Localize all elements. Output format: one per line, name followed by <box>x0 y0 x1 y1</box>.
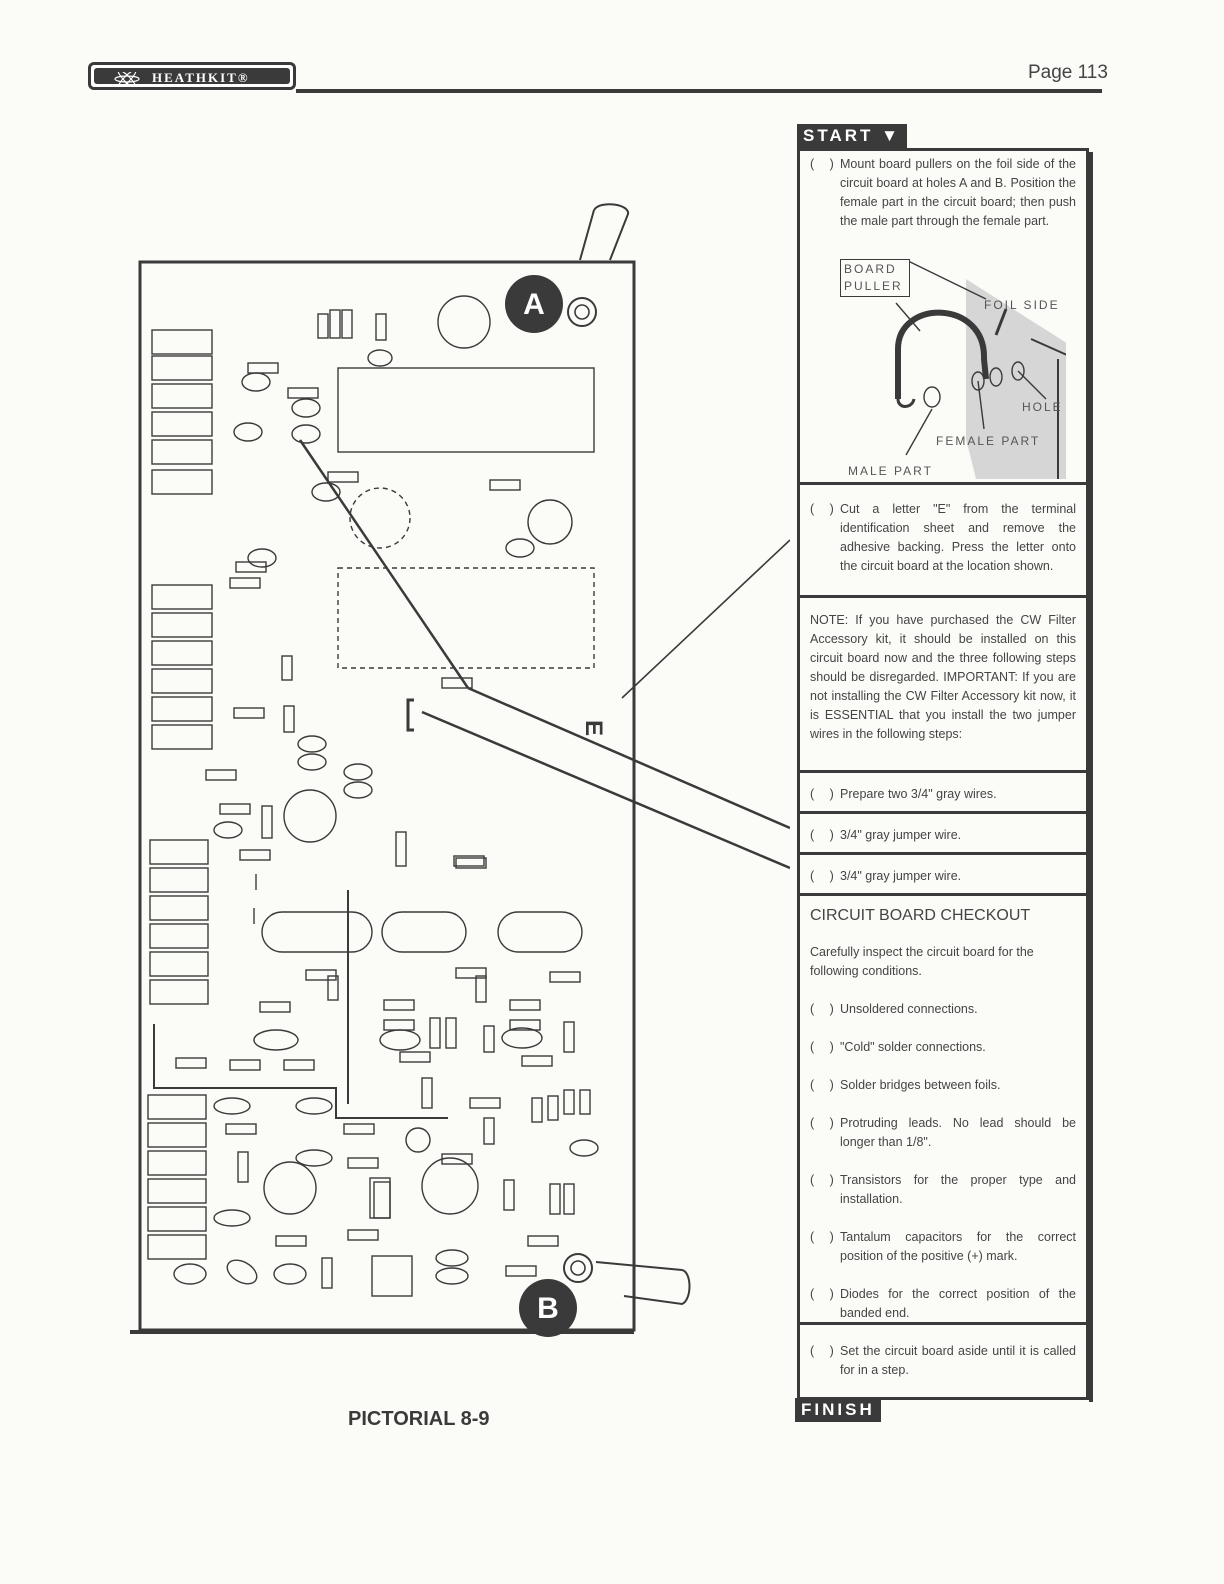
step-checkbox[interactable]: ( ) <box>810 157 840 171</box>
checkout-item: ( ) Unsoldered connections. <box>810 1002 978 1016</box>
male-part-label: MALE PART <box>848 464 933 478</box>
step-letter-e: ( ) Cut a letter "E" from the terminal i… <box>800 488 1086 598</box>
edge-connector-group <box>147 329 213 1260</box>
arrow-down-icon: ▼ <box>881 126 901 145</box>
board-puller-bottom <box>563 1253 691 1306</box>
board-puller-top <box>567 203 629 327</box>
hole-a-label: A <box>523 288 545 321</box>
pictorial-caption: PICTORIAL 8-9 <box>348 1408 490 1430</box>
letter-e-mark: E <box>580 720 607 736</box>
step-prepare-wires: ( ) Prepare two 3/4" gray wires. <box>800 776 1086 814</box>
circuit-board-checkout: CIRCUIT BOARD CHECKOUT Carefully inspect… <box>800 899 1086 1325</box>
step2-text: Cut a letter "E" from the terminal ident… <box>840 502 1076 573</box>
checkout-intro: Carefully inspect the circuit board for … <box>810 945 1034 978</box>
circuit-board-outline <box>138 260 636 1332</box>
start-label: START <box>803 126 874 145</box>
checkout-item: ( ) "Cold" solder connections. <box>810 1040 986 1054</box>
checkout-item: ( ) Solder bridges between foils. <box>810 1078 1001 1092</box>
step4-text: 3/4" gray jumper wire. <box>840 828 962 842</box>
hole-a-marker <box>505 275 563 333</box>
checkout-item: ( ) Protruding leads. No lead should be … <box>810 1116 1076 1149</box>
step-jumper-wire-2: ( ) 3/4" gray jumper wire. <box>800 858 1086 896</box>
page-number: Page 113 <box>1028 62 1108 83</box>
panel-shadow <box>1089 152 1093 1402</box>
board-puller-label: BOARD PULLER <box>840 259 910 297</box>
step-checkbox[interactable]: ( ) <box>810 787 840 801</box>
board-puller-detail: FOIL SIDE HOLE FEMALE PART MALE PART <box>848 259 1066 479</box>
jumper-wire <box>421 710 790 870</box>
checkout-heading: CIRCUIT BOARD CHECKOUT <box>810 907 1031 924</box>
step5-text: 3/4" gray jumper wire. <box>840 869 962 883</box>
female-part-label: FEMALE PART <box>936 434 1040 448</box>
header-rule <box>296 89 1102 93</box>
brand-name: HEATHKIT® <box>152 70 250 85</box>
jumper-wire <box>467 686 790 830</box>
logo-plate: HEATHKIT® <box>94 68 290 86</box>
checkout-item: ( ) Diodes for the correct position of t… <box>810 1287 1076 1320</box>
ic-outline <box>337 567 595 669</box>
hole-b-label: B <box>537 1292 559 1325</box>
note-text: NOTE: If you have purchased the CW Filte… <box>810 613 1076 741</box>
hole-label: HOLE <box>1022 400 1063 414</box>
final-step-text: Set the circuit board aside until it is … <box>840 1344 1076 1377</box>
step-set-aside: ( ) Set the circuit board aside until it… <box>800 1328 1086 1398</box>
finish-badge: FINISH <box>795 1398 881 1422</box>
step-checkbox[interactable]: ( ) <box>810 869 840 883</box>
step-panel: ( ) Mount board pullers on the foil side… <box>797 148 1089 1400</box>
hole-b-marker <box>519 1279 577 1337</box>
atom-icon <box>114 72 140 86</box>
checkout-item: ( ) Tantalum capacitors for the correct … <box>810 1230 1076 1263</box>
step1-text: Mount board pullers on the foil side of … <box>840 157 1076 228</box>
heathkit-logo: HEATHKIT® <box>88 62 296 90</box>
ic-outline <box>337 367 595 453</box>
step-checkbox[interactable]: ( ) <box>810 1344 840 1358</box>
step-checkbox[interactable]: ( ) <box>810 828 840 842</box>
jumper-wire <box>298 439 470 689</box>
resistor-group <box>175 362 581 1277</box>
step-mount-pullers: ( ) Mount board pullers on the foil side… <box>800 151 1086 485</box>
foil-side-label: FOIL SIDE <box>984 298 1060 312</box>
step-jumper-wire-1: ( ) 3/4" gray jumper wire. <box>800 817 1086 855</box>
step-text: ( ) Mount board pullers on the foil side… <box>800 155 1086 231</box>
step3-text: Prepare two 3/4" gray wires. <box>840 787 997 801</box>
start-badge: START ▼ <box>797 124 907 148</box>
oval-component-group <box>173 349 599 1285</box>
checkout-item: ( ) Transistors for the proper type and … <box>810 1173 1076 1206</box>
cw-filter-note: NOTE: If you have purchased the CW Filte… <box>800 601 1086 773</box>
circuit-board-pictorial: A B E <box>130 203 790 1337</box>
step-checkbox[interactable]: ( ) <box>810 502 840 516</box>
